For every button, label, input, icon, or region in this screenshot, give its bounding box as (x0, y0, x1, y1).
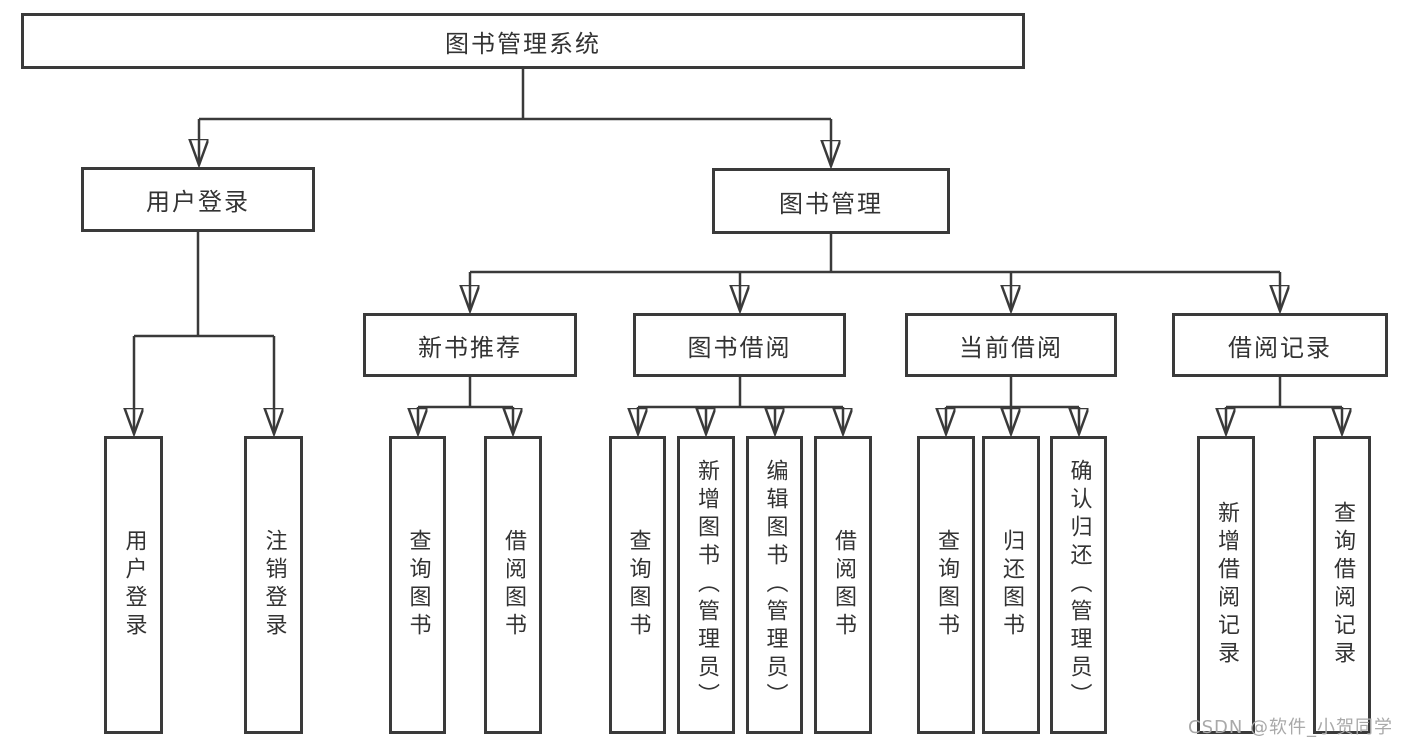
node-book-borrowing-label: 图书借阅 (687, 333, 792, 362)
connector-current-trunk (946, 377, 1079, 409)
node-root: 图书管理系统 (21, 13, 1025, 69)
connector-recommendation-trunk (418, 377, 513, 409)
connector-borrowing-trunk (638, 377, 843, 409)
connector-root-trunk (199, 69, 831, 121)
leaf-logout: 注销登录 (244, 436, 303, 734)
leaf-borrow-edit-book-admin-label: 编辑图书（管理员） (762, 459, 788, 711)
node-book-management-label: 图书管理 (779, 189, 883, 218)
leaf-borrow-add-book-admin: 新增图书（管理员） (677, 436, 735, 734)
watermark: CSDN @软件_小贺同学 (1188, 717, 1394, 738)
leaf-recommend-query-book-label: 查询图书 (405, 529, 431, 641)
connector-book-management-trunk (470, 234, 1280, 274)
node-borrowing-records-label: 借阅记录 (1228, 333, 1332, 362)
node-user-login: 用户登录 (81, 167, 315, 232)
leaf-recommend-borrow-book: 借阅图书 (484, 436, 542, 734)
leaf-recommend-borrow-book-label: 借阅图书 (501, 529, 526, 641)
leaf-records-add-record: 新增借阅记录 (1197, 436, 1255, 734)
leaf-current-return-book: 归还图书 (982, 436, 1040, 734)
leaf-borrow-borrow-book-label: 借阅图书 (831, 529, 856, 641)
leaf-current-confirm-return-admin-label: 确认归还（管理员） (1066, 459, 1092, 711)
leaf-records-query-record: 查询借阅记录 (1313, 436, 1371, 734)
node-new-book-recommendation: 新书推荐 (363, 313, 577, 377)
node-book-management: 图书管理 (712, 168, 950, 234)
node-borrowing-records: 借阅记录 (1172, 313, 1388, 377)
leaf-borrow-borrow-book: 借阅图书 (814, 436, 872, 734)
leaf-current-return-book-label: 归还图书 (999, 529, 1024, 641)
node-root-label: 图书管理系统 (445, 29, 601, 58)
leaf-user-login: 用户登录 (104, 436, 163, 734)
connector-user-login-trunk (134, 232, 274, 338)
leaf-current-confirm-return-admin: 确认归还（管理员） (1050, 436, 1107, 734)
node-current-borrowing-label: 当前借阅 (959, 333, 1063, 362)
leaf-borrow-query-book: 查询图书 (609, 436, 666, 734)
node-new-book-recommendation-label: 新书推荐 (418, 333, 522, 362)
leaf-recommend-query-book: 查询图书 (389, 436, 446, 734)
node-book-borrowing: 图书借阅 (633, 313, 846, 377)
connector-records-trunk (1226, 377, 1342, 409)
leaf-borrow-add-book-admin-label: 新增图书（管理员） (694, 459, 719, 711)
node-user-login-label: 用户登录 (146, 188, 250, 216)
node-current-borrowing: 当前借阅 (905, 313, 1117, 377)
leaf-current-query-book: 查询图书 (917, 436, 975, 734)
leaf-current-query-book-label: 查询图书 (934, 529, 959, 641)
leaf-borrow-query-book-label: 查询图书 (625, 529, 651, 641)
leaf-records-query-record-label: 查询借阅记录 (1330, 501, 1355, 669)
leaf-user-login-label: 用户登录 (121, 529, 147, 641)
leaf-records-add-record-label: 新增借阅记录 (1214, 501, 1239, 669)
leaf-borrow-edit-book-admin: 编辑图书（管理员） (746, 436, 803, 734)
leaf-logout-label: 注销登录 (261, 529, 287, 641)
